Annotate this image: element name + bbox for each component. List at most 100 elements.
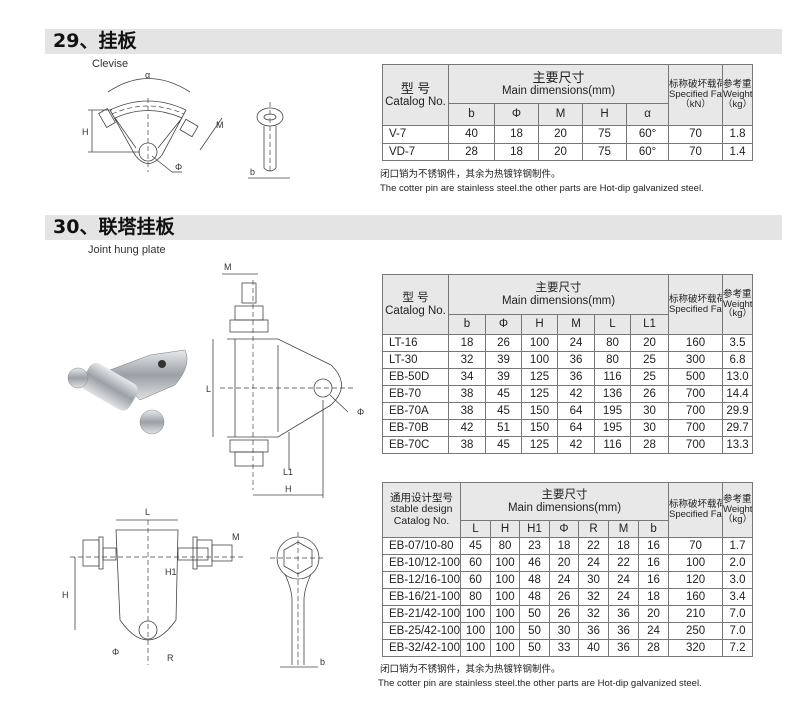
value-cell: 195: [594, 419, 631, 437]
value-cell: 24: [557, 334, 595, 352]
clevise-drawing: α H M Φ b: [82, 70, 290, 179]
value-cell: 24: [608, 588, 639, 606]
label-alpha: α: [145, 70, 150, 80]
value-cell: 24: [578, 554, 609, 572]
value-cell: 45: [485, 385, 522, 403]
column-header: H: [490, 520, 520, 538]
value-cell: 33: [549, 639, 579, 657]
value-cell: 64: [557, 402, 595, 420]
value-cell: 18: [494, 142, 539, 161]
value-cell: 3.4: [722, 588, 754, 606]
column-header: H: [521, 314, 558, 335]
value-cell: 60°: [625, 125, 670, 144]
value-cell: 36: [557, 368, 595, 386]
value-cell: 38: [448, 436, 486, 454]
catalog-cell: EB-70C: [382, 436, 449, 454]
value-cell: 7.0: [722, 605, 754, 623]
value-cell: 22: [608, 554, 639, 572]
value-cell: 75: [582, 125, 627, 144]
value-cell: 28: [448, 142, 495, 161]
catalog-cell: EB-32/42-100: [382, 639, 461, 657]
value-cell: 100: [521, 351, 558, 369]
value-cell: 700: [668, 436, 724, 454]
catalog-cell: EB-10/12-100: [382, 554, 461, 572]
column-header: L1: [629, 314, 670, 335]
value-cell: 36: [608, 622, 639, 640]
value-cell: 36: [608, 605, 639, 623]
value-cell: 18: [549, 537, 579, 555]
value-cell: 14.4: [722, 385, 754, 403]
value-cell: 100: [460, 605, 491, 623]
value-cell: 250: [668, 622, 724, 640]
value-cell: 116: [594, 436, 631, 454]
catalog-cell: LT-16: [382, 334, 449, 352]
label-H: H: [285, 484, 292, 494]
value-cell: 1.4: [722, 142, 754, 161]
value-cell: 26: [549, 605, 579, 623]
value-cell: 42: [557, 385, 595, 403]
value-cell: 26: [485, 334, 522, 352]
value-cell: 300: [668, 351, 724, 369]
catalog-cell: EB-25/42-100: [382, 622, 461, 640]
value-cell: 16: [637, 571, 670, 589]
value-cell: 50: [519, 605, 550, 623]
value-cell: 24: [608, 571, 639, 589]
value-cell: 39: [485, 351, 522, 369]
value-cell: 80: [594, 351, 631, 369]
value-cell: 38: [448, 385, 486, 403]
value-cell: 36: [557, 351, 595, 369]
value-cell: 100: [490, 571, 520, 589]
label-H: H: [62, 590, 69, 600]
value-cell: 80: [490, 537, 520, 555]
value-cell: 32: [578, 588, 609, 606]
value-cell: 13.0: [722, 368, 754, 386]
value-cell: 29.7: [722, 419, 754, 437]
value-cell: 36: [608, 639, 639, 657]
value-cell: 50: [519, 639, 550, 657]
value-cell: 60°: [625, 142, 670, 161]
column-header: M: [608, 520, 639, 538]
label-M: M: [232, 532, 240, 542]
value-cell: 20: [549, 554, 579, 572]
value-cell: 18: [608, 537, 639, 555]
catalog-cell: EB-70A: [382, 402, 449, 420]
value-cell: 195: [594, 402, 631, 420]
value-cell: 7.2: [722, 639, 754, 657]
label-M: M: [224, 262, 232, 272]
label-H1: H1: [165, 567, 177, 577]
value-cell: 16: [637, 554, 670, 572]
column-header: H: [582, 103, 627, 126]
value-cell: 51: [485, 419, 522, 437]
catalog-cell: EB-70B: [382, 419, 449, 437]
column-header: α: [625, 103, 670, 126]
value-cell: 48: [519, 571, 550, 589]
note-en: The cotter pin are stainless steel.the o…: [378, 678, 702, 689]
label-L: L: [206, 384, 211, 394]
value-cell: 39: [485, 368, 522, 386]
value-cell: 40: [448, 125, 495, 144]
label-phi: Φ: [357, 407, 364, 417]
value-cell: 20: [629, 334, 670, 352]
value-cell: 45: [460, 537, 491, 555]
value-cell: 3.0: [722, 571, 754, 589]
value-cell: 100: [668, 554, 724, 572]
value-cell: 23: [519, 537, 550, 555]
column-header: Φ: [549, 520, 579, 538]
value-cell: 64: [557, 419, 595, 437]
value-cell: 45: [485, 436, 522, 454]
column-header: L: [460, 520, 491, 538]
value-cell: 210: [668, 605, 724, 623]
label-L1: L1: [283, 467, 293, 477]
value-cell: 30: [578, 571, 609, 589]
value-cell: 75: [582, 142, 627, 161]
value-cell: 25: [629, 368, 670, 386]
section-subtitle: Clevise: [92, 58, 129, 70]
